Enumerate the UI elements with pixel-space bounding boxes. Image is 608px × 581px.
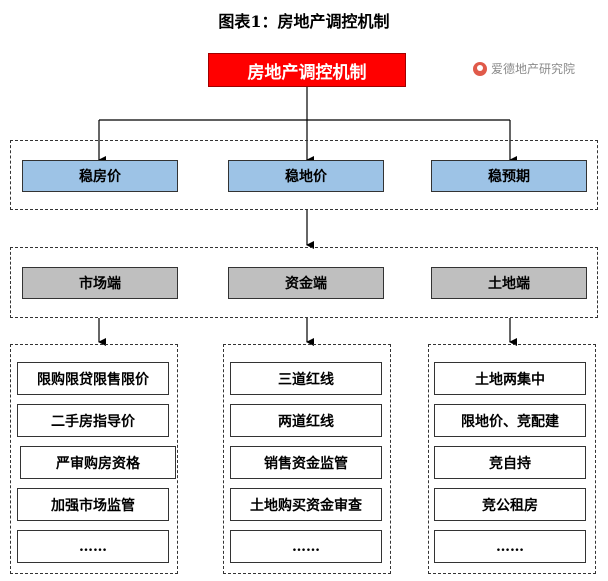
capital-measure-item: 三道红线 <box>230 362 382 395</box>
market-measure-item: …… <box>17 530 169 563</box>
land-measure-item: 土地两集中 <box>434 362 586 395</box>
market-measure-item: 限购限贷限售限价 <box>17 362 169 395</box>
land-measures-group: 土地两集中 限地价、竞配建 竞自持 竞公租房 …… <box>428 344 596 574</box>
land-measure-item: 限地价、竞配建 <box>434 404 586 437</box>
watermark-logo-icon <box>473 61 487 76</box>
end-land: 土地端 <box>431 267 587 299</box>
end-capital: 资金端 <box>228 267 384 299</box>
watermark-text: 爱德地产研究院 <box>491 62 576 76</box>
land-measure-item: …… <box>434 530 586 563</box>
diagram-title: 图表1：房地产调控机制 <box>218 12 390 31</box>
root-node: 房地产调控机制 <box>208 53 406 87</box>
ends-group <box>10 247 598 318</box>
goal-stabilize-land-price: 稳地价 <box>228 160 384 192</box>
market-measure-item: 严审购房资格 <box>20 446 176 479</box>
market-measure-item: 加强市场监管 <box>17 488 169 521</box>
capital-measure-item: 两道红线 <box>230 404 382 437</box>
land-measure-item: 竞自持 <box>434 446 586 479</box>
capital-measure-item: …… <box>230 530 382 563</box>
goal-stabilize-housing-price: 稳房价 <box>22 160 178 192</box>
market-measures-group: 限购限贷限售限价 二手房指导价 严审购房资格 加强市场监管 …… <box>10 344 178 574</box>
land-measure-item: 竞公租房 <box>434 488 586 521</box>
end-market: 市场端 <box>22 267 178 299</box>
goals-group <box>10 140 598 210</box>
capital-measures-group: 三道红线 两道红线 销售资金监管 土地购买资金审查 …… <box>223 344 391 574</box>
market-measure-item: 二手房指导价 <box>17 404 169 437</box>
capital-measure-item: 销售资金监管 <box>230 446 382 479</box>
goal-stabilize-expectations: 稳预期 <box>431 160 587 192</box>
watermark: 爱德地产研究院 <box>473 60 575 77</box>
capital-measure-item: 土地购买资金审查 <box>230 488 382 521</box>
